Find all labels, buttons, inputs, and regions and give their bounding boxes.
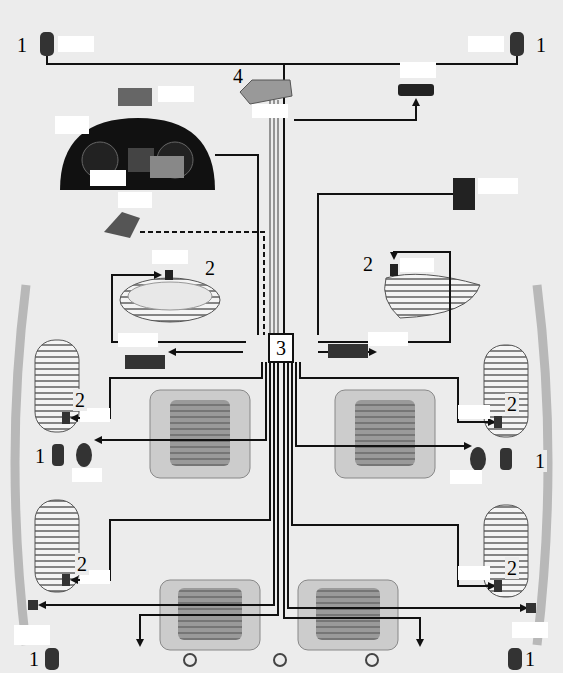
callout-number: 2: [75, 553, 89, 575]
callout-number: 2: [505, 393, 519, 415]
callout-number: 1: [15, 34, 29, 56]
callout-number: 2: [203, 257, 217, 279]
callout-number: 2: [73, 389, 87, 411]
callout-number: 3: [276, 337, 286, 359]
callout-number: 1: [534, 34, 548, 56]
central-unit-box: 3: [268, 333, 294, 363]
callout-number: 1: [33, 445, 47, 467]
callout-number: 1: [27, 648, 41, 670]
callout-number: 2: [505, 557, 519, 579]
callout-number: 1: [533, 450, 547, 472]
callout-number: 2: [361, 253, 375, 275]
callout-number: 4: [231, 65, 245, 87]
callout-number: 1: [523, 648, 537, 670]
